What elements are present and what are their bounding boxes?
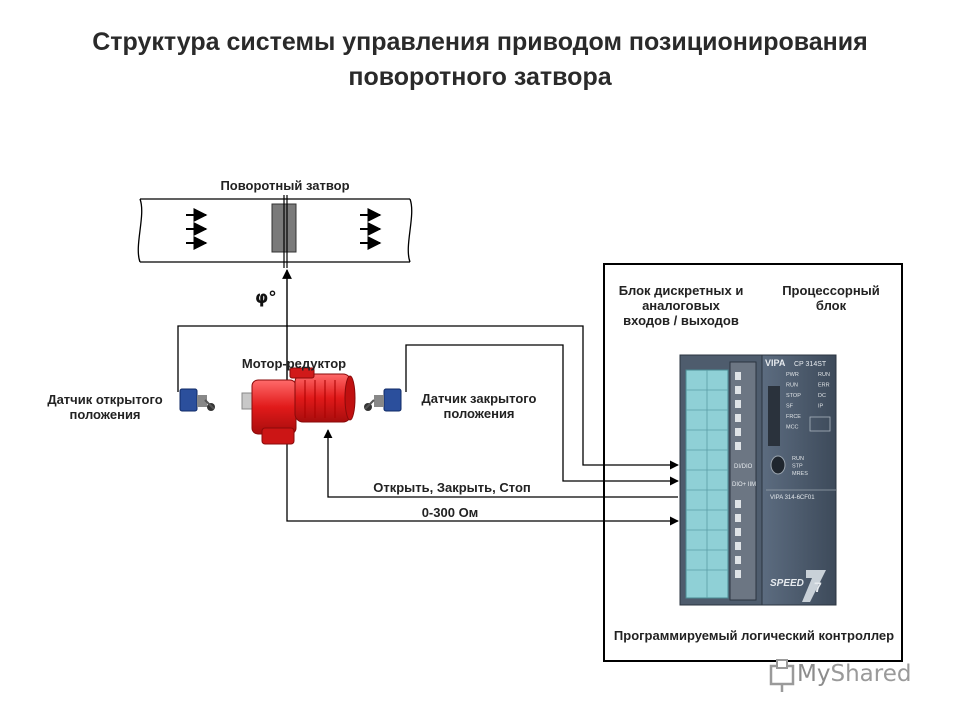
io-block-label-line2: аналоговых xyxy=(642,298,720,313)
cpu-block-label-line2: блок xyxy=(815,298,847,313)
sensor-closed-label-line1: Датчик закрытого xyxy=(421,391,537,406)
watermark-my: My xyxy=(797,661,831,687)
slide-title-line1: Структура системы управления приводом по… xyxy=(92,28,868,56)
io-block-label: Блок дискретных и аналоговых входов / вы… xyxy=(606,283,756,328)
cpu-block-label: Процессорный блок xyxy=(766,283,896,313)
wire-resistance xyxy=(286,440,679,526)
slide-title-line2: поворотного затвора xyxy=(348,63,612,91)
plc-right-led-label-1: ERR xyxy=(818,383,830,389)
wire-open-sensor xyxy=(177,325,679,470)
flow-arrows-right xyxy=(360,208,382,250)
motor-label: Мотор-редуктор xyxy=(241,356,347,371)
plc-led-label-5: MCC xyxy=(786,425,799,431)
sensor-closed-label: Датчик закрытого положения xyxy=(404,391,554,421)
angle-label: φ° xyxy=(255,288,277,308)
plc-runstop-label-2: MRES xyxy=(792,471,808,477)
plc-led-label-3: SF xyxy=(786,404,794,410)
plc-frame xyxy=(603,263,903,662)
plc-led-label-1: RUN xyxy=(786,383,798,389)
wire-closed-sensor xyxy=(405,344,679,486)
plc-di-label: DI/DIO xyxy=(734,464,753,470)
plc-label: Программируемый логический контроллер xyxy=(613,628,895,643)
resistance-signal-label: 0-300 Ом xyxy=(421,505,479,520)
plc-speed: SPEED xyxy=(770,578,804,589)
watermark-text: MyShared xyxy=(797,661,911,687)
sensor-closed-icon xyxy=(364,388,402,412)
io-block-label-line1: Блок дискретных и xyxy=(618,283,744,298)
sensor-closed-label-line2: положения xyxy=(443,406,515,421)
mysshared-logo-icon xyxy=(769,659,795,692)
valve-label: Поворотный затвор xyxy=(220,178,350,193)
plc-runstop-label-1: STP xyxy=(792,464,803,470)
pipe xyxy=(137,198,413,263)
io-block-label-line3: входов / выходов xyxy=(623,313,739,328)
valve-disc xyxy=(271,195,297,268)
plc-model: CP 314ST xyxy=(794,361,827,368)
plc-speed-num: 7 xyxy=(814,579,822,595)
sensor-open-label-line1: Датчик открытого xyxy=(47,392,163,407)
motor-reducer-icon xyxy=(241,367,356,445)
plc-dio-label: DIO+ IIM xyxy=(732,482,756,488)
plc-led-label-2: STOP xyxy=(786,393,801,399)
sensor-open-label: Датчик открытого положения xyxy=(30,392,180,422)
plc-right-led-label-0: RUN xyxy=(818,372,830,378)
wire-command xyxy=(323,429,678,498)
plc-device xyxy=(679,354,837,606)
watermark-shared: Shared xyxy=(830,661,912,687)
flow-arrows-left xyxy=(186,208,208,250)
plc-led-label-4: FRCE xyxy=(786,414,801,420)
plc-runstop-label-0: RUN xyxy=(792,456,804,462)
sensor-open-icon xyxy=(179,388,215,412)
plc-led-label-0: PWR xyxy=(786,372,799,378)
cmd-signal-label: Открыть, Закрыть, Стоп xyxy=(373,480,531,495)
plc-brand: VIPA xyxy=(765,358,786,368)
sensor-open-label-line2: положения xyxy=(69,407,141,422)
plc-right-led-label-2: DC xyxy=(818,393,826,399)
plc-right-led-label-3: IP xyxy=(818,404,824,410)
plc-part: VIPA 314-6CF01 xyxy=(770,495,815,501)
cpu-block-label-line1: Процессорный xyxy=(782,283,880,298)
